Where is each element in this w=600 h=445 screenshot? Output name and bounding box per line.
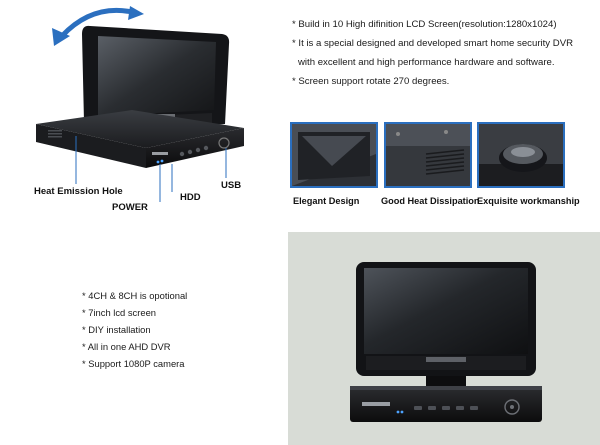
spec-line-2: * It is a special designed and developed… [292,38,574,49]
thumb-heat-dissipation [384,122,472,188]
spec-line-3: with excellent and high performance hard… [298,57,555,68]
product-panel [288,232,600,445]
feature-item-2: * 7inch lcd screen [82,307,156,318]
bottom-section: * 4CH & 8CH is opotional * 7inch lcd scr… [0,232,600,445]
caption-heat-dissipation: Good Heat Dissipation [381,196,480,206]
dvr-rotating-screen-image [36,6,244,202]
caption-exquisite-workmanship: Exquisite workmanship [477,196,580,206]
usb-label: USB [221,180,242,191]
spec-line-4: * Screen support rotate 270 degrees. [292,76,450,87]
heat-emission-label: Heat Emission Hole [34,186,123,197]
power-label: POWER [112,202,148,213]
feature-item-4: * All in one AHD DVR [82,341,171,352]
caption-elegant-design: Elegant Design [293,196,360,206]
thumb-elegant-design [290,122,378,188]
top-section: Heat Emission Hole POWER HDD USB * Build… [34,6,580,213]
feature-item-3: * DIY installation [82,324,151,335]
dvr-front-view-image [350,262,542,422]
feature-item-5: * Support 1080P camera [82,358,185,369]
spec-line-1: * Build in 10 High difinition LCD Screen… [292,19,557,30]
thumb-exquisite-workmanship [477,122,565,188]
rotation-arrow-icon [60,7,133,38]
feature-item-1: * 4CH & 8CH is opotional [82,290,188,301]
hdd-label: HDD [180,192,201,203]
feature-panel: * 4CH & 8CH is opotional * 7inch lcd scr… [0,232,288,445]
